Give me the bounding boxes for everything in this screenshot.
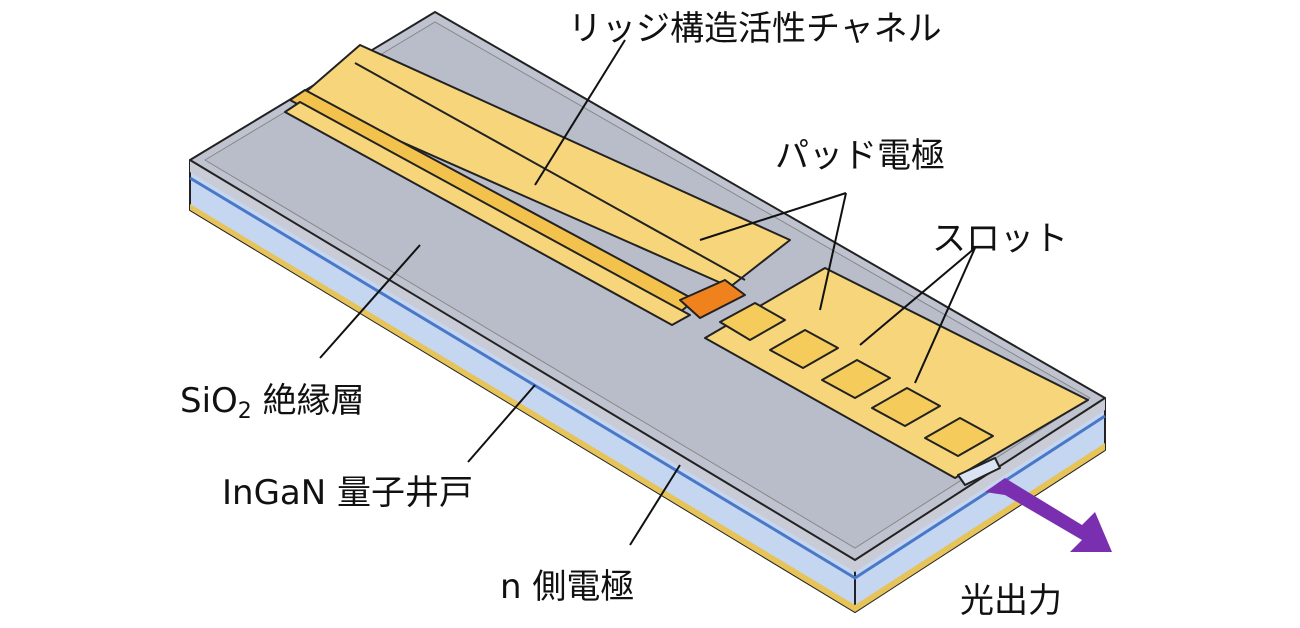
label-sio2-insulator: SiO2 絶縁層 (180, 381, 365, 424)
sio2-prefix: SiO (180, 381, 238, 421)
leader-ingan (467, 384, 536, 463)
slot-square (924, 417, 994, 457)
leader-pad-2 (819, 192, 847, 311)
sio2-subscript: 2 (238, 399, 252, 424)
active-region-segment (679, 279, 746, 319)
slot-squares (719, 302, 994, 457)
label-n-side-electrode: n 側電極 (500, 567, 634, 607)
sio2-side-band (190, 160, 855, 572)
slot-square (871, 387, 941, 427)
sio2-suffix: 絶縁層 (252, 381, 365, 421)
leader-pad-1 (699, 192, 847, 241)
label-slot: スロット (932, 219, 1068, 259)
slot-square (769, 329, 839, 369)
upper-pad-electrode (299, 44, 791, 288)
ridge-line (354, 62, 746, 281)
leader-slot-2 (914, 247, 976, 384)
leader-slot-1 (859, 247, 976, 346)
slot-square (719, 302, 786, 341)
label-pad-electrode: パッド電極 (775, 136, 945, 176)
leader-ridge (534, 39, 626, 186)
light-output-arrow (985, 478, 1112, 552)
output-facet (957, 457, 1001, 486)
ingan-quantum-well-layer (189, 176, 1106, 580)
leader-sio2 (319, 244, 421, 359)
label-ridge-channel: リッジ構造活性チャネル (568, 9, 942, 49)
slot-square (821, 359, 891, 399)
sio2-side-band-right (855, 398, 1105, 572)
label-light-output: 光出力 (960, 581, 1062, 621)
label-ingan-quantum-well: InGaN 量子井戸 (222, 473, 473, 513)
lower-pad-electrode (704, 267, 1089, 479)
leader-n-electrode (629, 464, 681, 546)
ridge-strip-lower (284, 101, 691, 326)
